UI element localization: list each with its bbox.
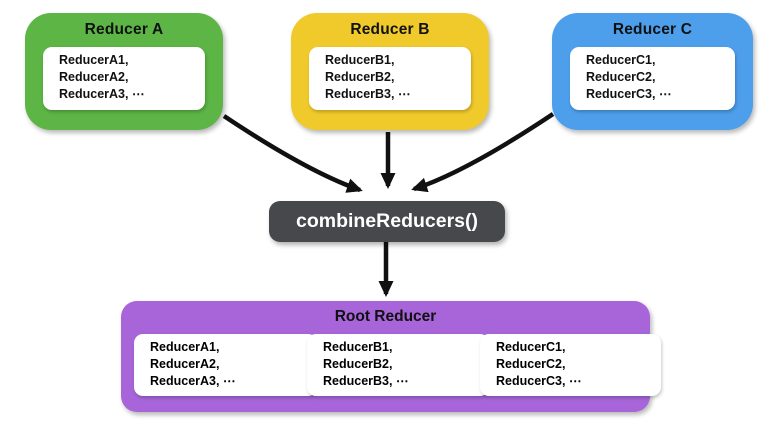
root-group-b: ReducerB1, ReducerB2, ReducerB3, ⋯ [307,334,489,396]
reducer-c-line-1: ReducerC1, [586,53,656,67]
root-a-line-3: ReducerA3, ⋯ [150,374,236,388]
reducer-b-line-2: ReducerB2, [325,70,395,84]
root-c-line-2: ReducerC2, [496,357,566,371]
root-reducer-title: Root Reducer [334,308,437,325]
reducer-b-box: Reducer B ReducerB1, ReducerB2, ReducerB… [291,13,489,130]
reducer-c-line-2: ReducerC2, [586,70,656,84]
reducer-a-list: ReducerA1, ReducerA2, ReducerA3, ⋯ [43,47,205,110]
root-b-line-3: ReducerB3, ⋯ [323,374,409,388]
root-group-a: ReducerA1, ReducerA2, ReducerA3, ⋯ [134,334,317,396]
reducer-b-line-3: ReducerB3, ⋯ [325,87,411,101]
root-group-c: ReducerC1, ReducerC2, ReducerC3, ⋯ [480,334,661,396]
root-b-line-2: ReducerB2, [323,357,393,371]
reducer-a-line-3: ReducerA3, ⋯ [59,87,145,101]
root-c-line-1: ReducerC1, [496,340,566,354]
root-a-line-1: ReducerA1, [150,340,220,354]
root-reducer-box: Root Reducer ReducerA1, ReducerA2, Reduc… [121,301,661,412]
reducer-c-list: ReducerC1, ReducerC2, ReducerC3, ⋯ [570,47,735,110]
reducer-a-title: Reducer A [84,21,164,38]
reducer-c-line-3: ReducerC3, ⋯ [586,87,672,101]
root-c-line-3: ReducerC3, ⋯ [496,374,582,388]
reducer-a-line-1: ReducerA1, [59,53,129,67]
combine-reducers-box: combineReducers() [269,201,505,242]
reducer-a-box: Reducer A ReducerA1, ReducerA2, ReducerA… [25,13,223,130]
reducer-b-title: Reducer B [350,21,430,38]
reducer-b-line-1: ReducerB1, [325,53,395,67]
reducer-c-title: Reducer C [612,21,693,38]
root-b-line-1: ReducerB1, [323,340,393,354]
reducer-a-line-2: ReducerA2, [59,70,129,84]
root-a-line-2: ReducerA2, [150,357,220,371]
reducer-b-list: ReducerB1, ReducerB2, ReducerB3, ⋯ [309,47,471,110]
reducer-c-box: Reducer C ReducerC1, ReducerC2, ReducerC… [552,13,753,130]
